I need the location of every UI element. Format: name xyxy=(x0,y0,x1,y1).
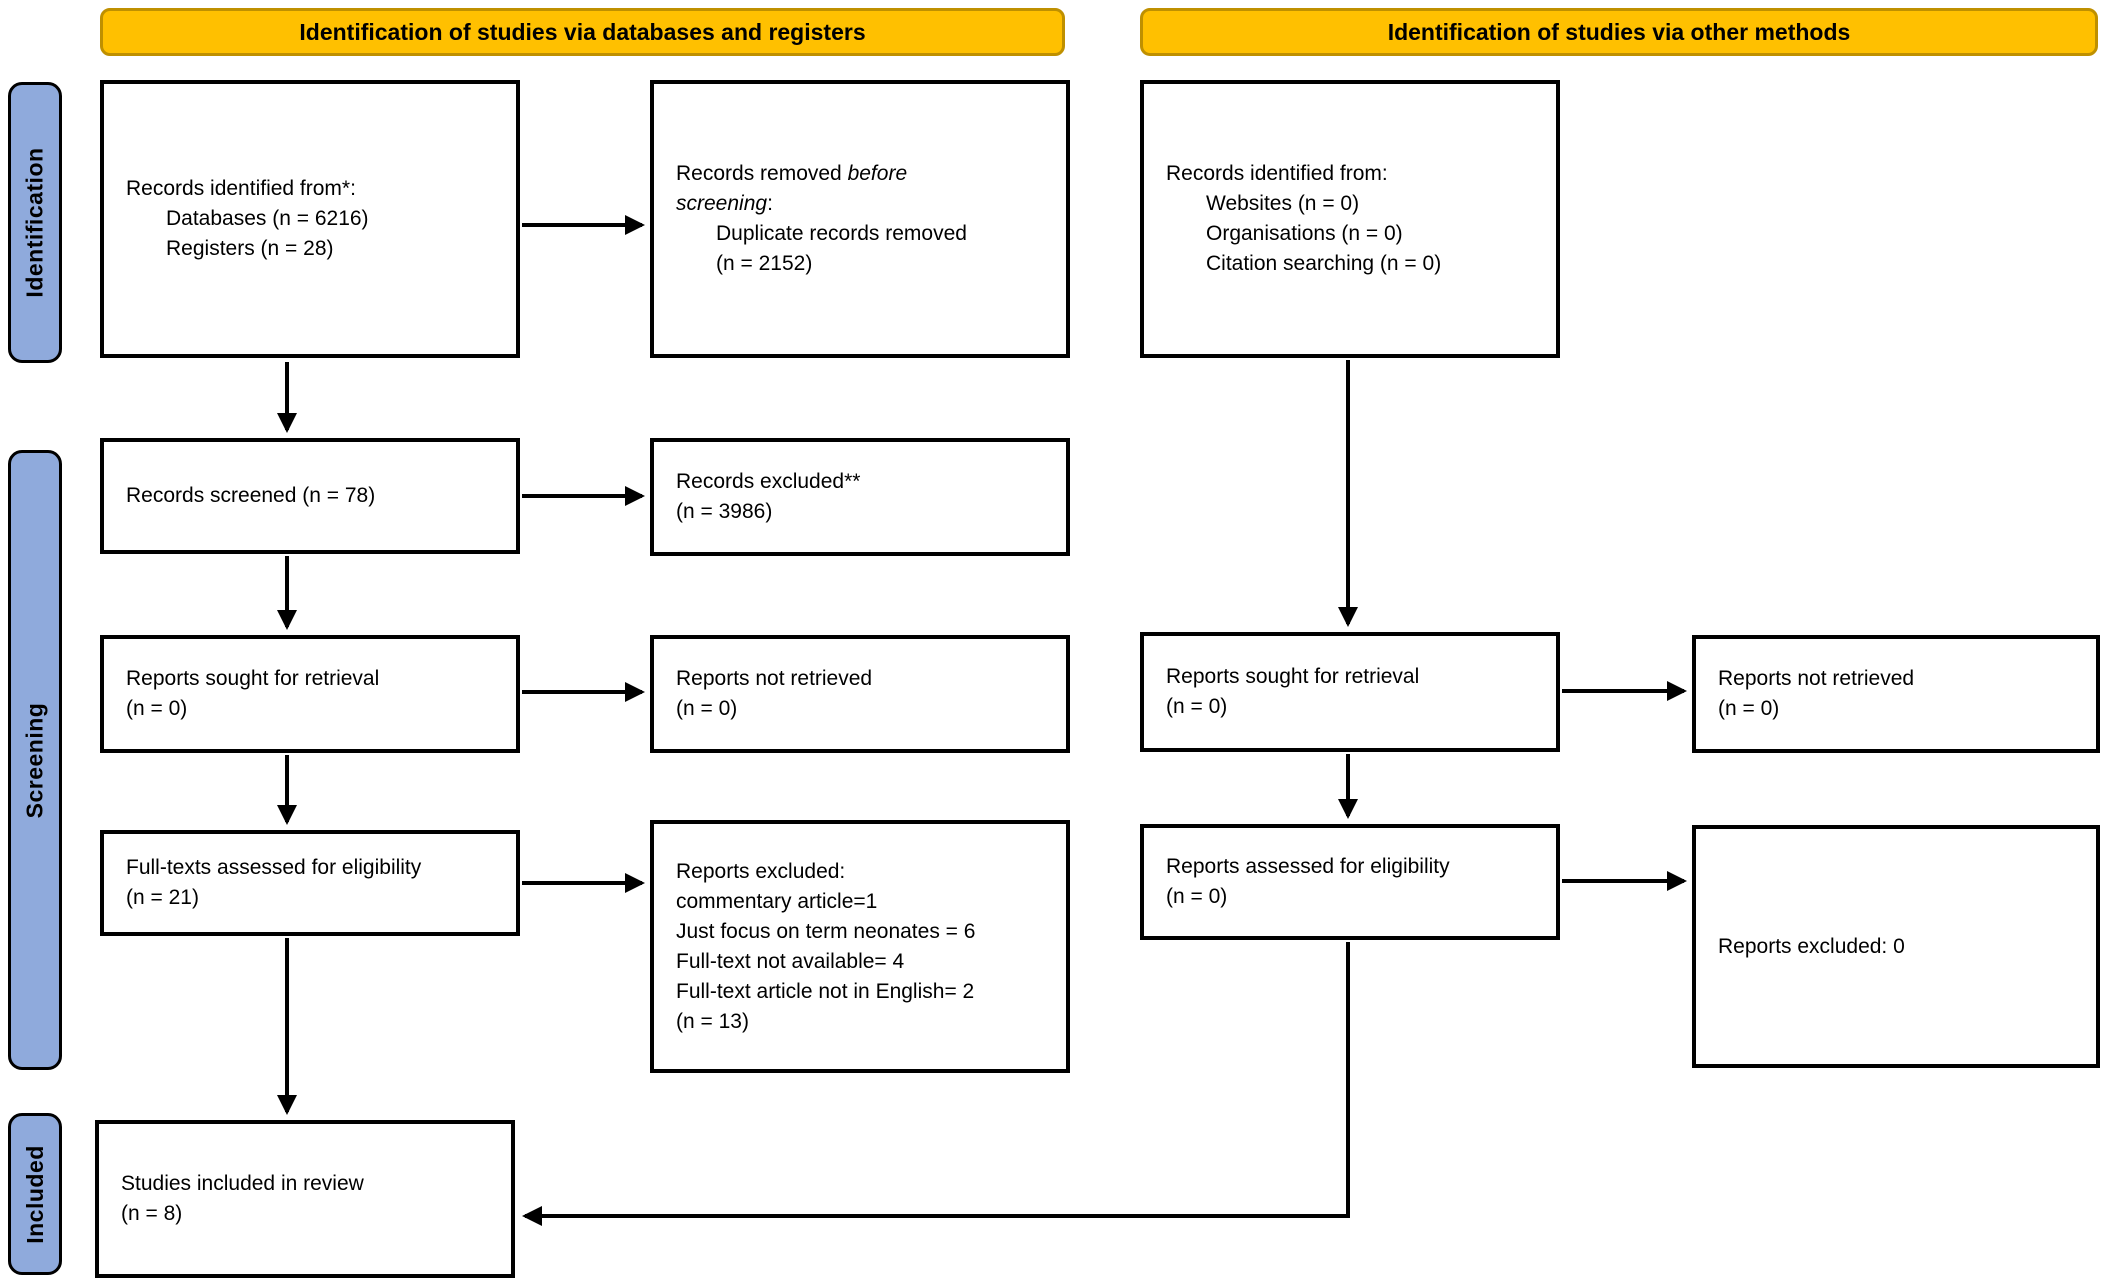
box-text: Organisations (n = 0) xyxy=(1206,222,1403,245)
box-records-screened: Records screened (n = 78) xyxy=(100,438,520,554)
phase-label-identification-text: Identification xyxy=(21,147,48,298)
box-text: (n = 0) xyxy=(126,697,188,720)
box-reports-assessed-other: Reports assessed for eligibility (n = 0) xyxy=(1140,824,1560,940)
box-text: Full-texts assessed for eligibility xyxy=(126,856,422,879)
box-reports-not-retrieved-other: Reports not retrieved (n = 0) xyxy=(1692,635,2100,753)
box-text: Records screened (n = 78) xyxy=(126,484,376,507)
box-text: Reports sought for retrieval xyxy=(126,667,380,690)
box-text-part: : xyxy=(767,192,773,215)
box-text: (n = 0) xyxy=(1166,695,1228,718)
banner-databases-registers: Identification of studies via databases … xyxy=(100,8,1065,56)
box-text: (n = 3986) xyxy=(676,500,773,523)
phase-label-screening: Screening xyxy=(8,450,62,1070)
box-reports-not-retrieved-databases: Reports not retrieved (n = 0) xyxy=(650,635,1070,753)
box-text: Registers (n = 28) xyxy=(166,237,334,260)
box-text: Just focus on term neonates = 6 xyxy=(676,919,976,943)
box-studies-included: Studies included in review (n = 8) xyxy=(95,1120,515,1278)
box-text: Reports not retrieved xyxy=(676,667,873,690)
box-text: Records excluded** xyxy=(676,470,861,493)
box-text: Reports assessed for eligibility xyxy=(1166,855,1450,878)
box-text: Records identified from*: xyxy=(126,177,356,200)
box-text: Citation searching (n = 0) xyxy=(1206,252,1442,275)
box-text-italic: screening xyxy=(676,192,768,215)
box-text: (n = 21) xyxy=(126,886,199,909)
banner-databases-registers-label: Identification of studies via databases … xyxy=(299,18,866,45)
box-text: Reports sought for retrieval xyxy=(1166,665,1420,688)
banner-other-methods-label: Identification of studies via other meth… xyxy=(1387,18,1851,45)
banner-other-methods: Identification of studies via other meth… xyxy=(1140,8,2098,56)
box-text: (n = 2152) xyxy=(716,252,813,275)
box-records-identified-other: Records identified from: Websites (n = 0… xyxy=(1140,80,1560,358)
box-text: Websites (n = 0) xyxy=(1206,192,1360,215)
box-text: screening: xyxy=(676,189,1058,219)
box-text: Databases (n = 6216) xyxy=(166,207,369,230)
phase-label-identification: Identification xyxy=(8,82,62,363)
box-text: (n = 0) xyxy=(1718,697,1780,720)
box-text: Records identified from: xyxy=(1166,162,1388,185)
box-text: Full-text not available= 4 xyxy=(676,949,905,973)
box-text-italic: before xyxy=(847,162,908,185)
box-text: Studies included in review xyxy=(121,1172,364,1195)
phase-label-screening-text: Screening xyxy=(21,702,48,818)
box-records-identified-databases: Records identified from*: Databases (n =… xyxy=(100,80,520,358)
box-reports-sought-other: Reports sought for retrieval (n = 0) xyxy=(1140,632,1560,752)
box-text: (n = 8) xyxy=(121,1202,183,1225)
box-text: Reports excluded: xyxy=(676,859,846,883)
box-text: Full-text article not in English= 2 xyxy=(676,979,975,1003)
box-text: Reports excluded: 0 xyxy=(1718,934,1905,958)
box-records-excluded: Records excluded** (n = 3986) xyxy=(650,438,1070,556)
box-text: Records removed before xyxy=(676,159,1058,189)
box-text: (n = 13) xyxy=(676,1009,749,1033)
box-fulltexts-assessed: Full-texts assessed for eligibility (n =… xyxy=(100,830,520,936)
box-reports-excluded-reasons: Reports excluded: commentary article=1 J… xyxy=(650,820,1070,1073)
box-text: (n = 0) xyxy=(676,697,738,720)
box-text-part: Records removed xyxy=(676,162,848,185)
box-reports-excluded-other: Reports excluded: 0 xyxy=(1692,825,2100,1068)
box-text: (n = 0) xyxy=(1166,885,1228,908)
phase-label-included: Included xyxy=(8,1113,62,1275)
box-reports-sought-databases: Reports sought for retrieval (n = 0) xyxy=(100,635,520,753)
box-text: Reports not retrieved xyxy=(1718,667,1915,690)
box-text: Duplicate records removed xyxy=(716,222,967,245)
box-records-removed-before-screening: Records removed before screening: Duplic… xyxy=(650,80,1070,358)
phase-label-included-text: Included xyxy=(21,1144,48,1244)
box-text: commentary article=1 xyxy=(676,889,878,913)
